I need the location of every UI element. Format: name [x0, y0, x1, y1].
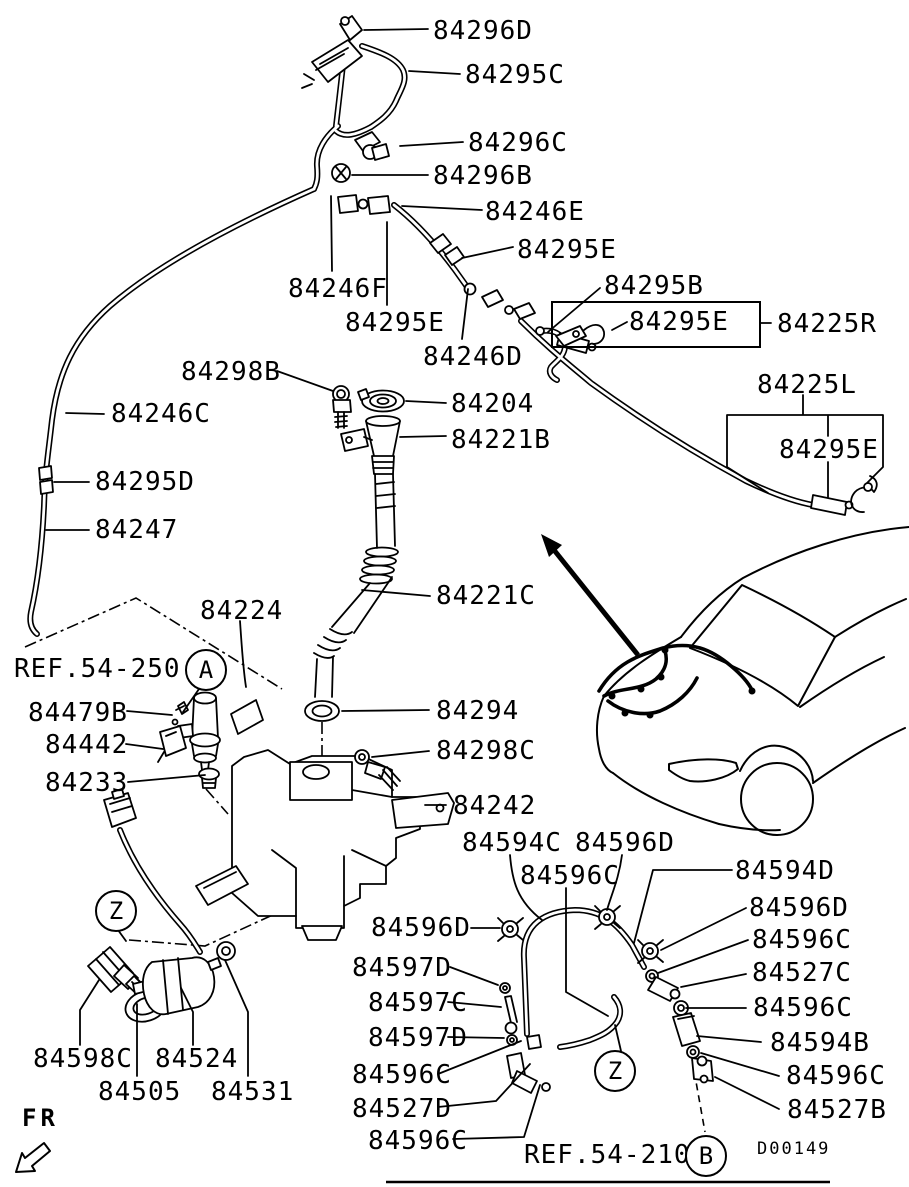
part-label: 84295B	[604, 271, 704, 301]
part-label: 84246E	[485, 197, 585, 227]
part-label: 84225R	[777, 309, 877, 339]
view-marker: Z	[95, 890, 137, 932]
part-label: 84479B	[28, 698, 128, 728]
part-label: 84596D	[575, 828, 675, 858]
part-label: 84221C	[436, 581, 536, 611]
part-label: 84221B	[451, 425, 551, 455]
leader-lines	[45, 28, 884, 1140]
part-label: 84527C	[752, 958, 852, 988]
part-label: 84505	[98, 1077, 182, 1107]
part-label: 84295E	[345, 308, 445, 338]
part-label: 84596C	[520, 861, 620, 891]
reference-label: REF.54-250	[14, 654, 181, 684]
part-label: 84296B	[433, 161, 533, 191]
part-label: 84233	[45, 768, 129, 798]
part-label: 84596C	[352, 1060, 452, 1090]
part-label: 84296C	[468, 128, 568, 158]
view-marker: B	[685, 1135, 727, 1177]
part-label: 84225L	[757, 370, 857, 400]
part-label: 84531	[211, 1077, 295, 1107]
front-direction-label: FR	[22, 1104, 59, 1132]
washer-hoses	[30, 46, 813, 1047]
part-label: 84598C	[33, 1044, 133, 1074]
part-label: 84596C	[752, 925, 852, 955]
part-label: 84442	[45, 730, 129, 760]
front-direction-arrow	[15, 1142, 51, 1173]
part-label: 84295C	[465, 60, 565, 90]
part-label: 84247	[95, 515, 179, 545]
part-label: 84295D	[95, 467, 195, 497]
part-label: 84204	[451, 389, 535, 419]
part-label: 84294	[436, 696, 520, 726]
part-label: 84596D	[371, 913, 471, 943]
part-label: 84246C	[111, 399, 211, 429]
label-group-box	[551, 301, 761, 348]
filler-neck-art	[304, 385, 405, 722]
part-label: 84596C	[786, 1061, 886, 1091]
part-label: 84527B	[787, 1095, 887, 1125]
part-label: 84298B	[181, 357, 281, 387]
part-label: 84594C	[462, 828, 562, 858]
part-label: 84524	[155, 1044, 239, 1074]
part-label: 84596C	[368, 1126, 468, 1156]
washer-nozzle-art	[301, 15, 391, 215]
view-marker: Z	[594, 1050, 636, 1092]
part-label: 84597C	[368, 988, 468, 1018]
part-label: 84596D	[749, 893, 849, 923]
part-label: 84242	[453, 791, 537, 821]
part-label: 84224	[200, 596, 284, 626]
washer-tank-art	[157, 691, 455, 941]
part-label: 84298C	[436, 736, 536, 766]
part-label: 84594B	[770, 1028, 870, 1058]
part-label: 84597D	[368, 1023, 468, 1053]
part-label: 84246F	[288, 274, 388, 304]
car-outline-art	[541, 526, 909, 836]
reference-label: REF.54-210	[524, 1140, 691, 1170]
part-label: 84597D	[352, 953, 452, 983]
view-marker: A	[185, 649, 227, 691]
diagram-code: D00149	[757, 1139, 831, 1159]
level-sensor-art	[87, 788, 236, 1023]
part-label: 84596C	[753, 993, 853, 1023]
part-label: 84296D	[433, 16, 533, 46]
part-label: 84246D	[423, 342, 523, 372]
part-label: 84295E	[517, 235, 617, 265]
part-label: 84527D	[352, 1094, 452, 1124]
hose-kit-art	[497, 905, 714, 1094]
part-label: 84594D	[735, 856, 835, 886]
part-label: 84295E	[629, 307, 729, 337]
part-label: 84295E	[779, 435, 879, 465]
